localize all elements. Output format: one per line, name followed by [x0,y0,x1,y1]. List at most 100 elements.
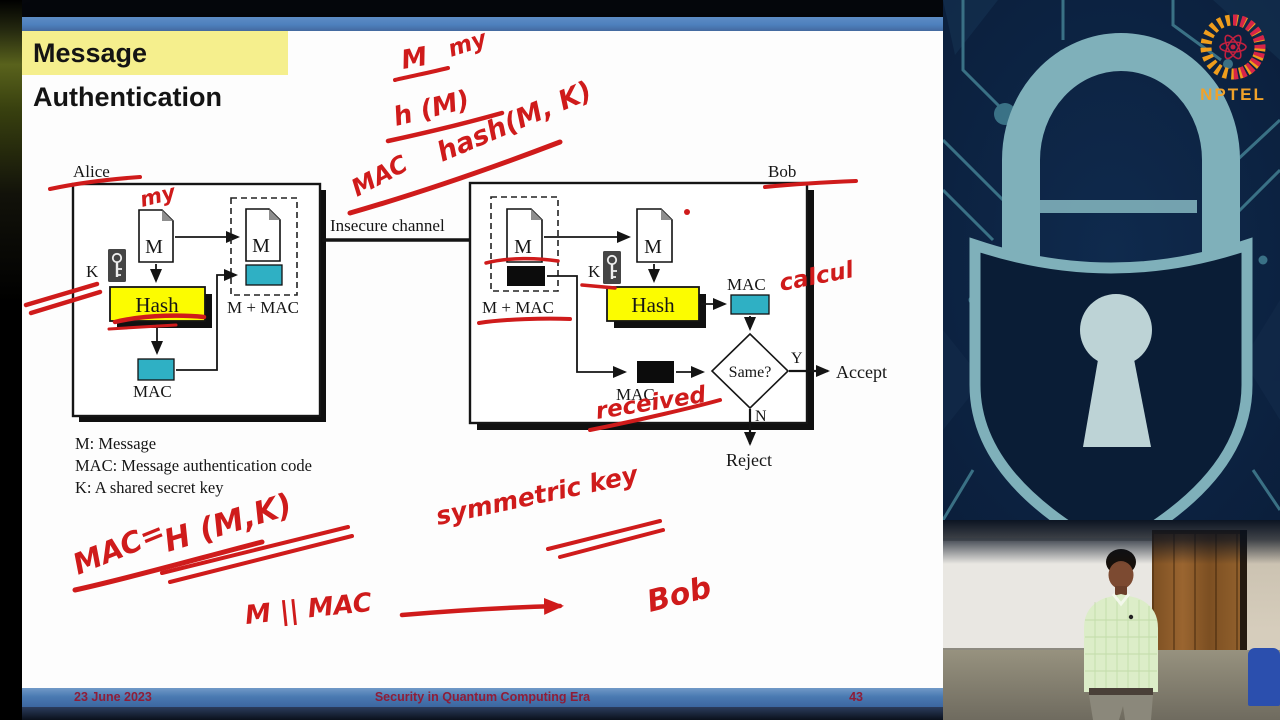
bob-computed-mac-label: MAC [727,275,766,294]
received-mac-connector [547,275,627,378]
alice-mac-chip [137,358,175,381]
alice-message-doc-icon: M [138,209,174,263]
compare-diamond [710,332,790,410]
slide-top-bar [22,17,943,31]
slide-title: Message Authentication [33,38,222,112]
bob-diagram: Bob M M + MAC M K [468,162,887,470]
ink-h-of-m-underline [385,110,505,144]
ink-emphasis-slash-2 [28,289,103,316]
ink-alice-underline [48,175,142,191]
bob-received-doc-icon: M [506,208,543,263]
nptel-logo-flower-icon [1219,34,1247,60]
reject-label: Reject [726,450,772,470]
alice-mac-to-package-connector [176,269,238,371]
lecturer-mic-icon [1128,614,1134,620]
ink-m: M [399,42,430,76]
ink-m-concat-mac: M || MAC [244,588,374,631]
legend-m: M: Message [75,434,156,453]
bob-hash-label: Hash [631,293,675,317]
footer-course-title: Security in Quantum Computing Era [374,690,591,704]
bob-label: Bob [768,162,796,181]
insecure-channel-label: Insecure channel [330,216,445,235]
lecturer-trousers [1089,695,1153,720]
alice-m-label: M [145,236,163,258]
bob-m-plus-mac-label: M + MAC [482,298,554,317]
alice-diagram: Alice M M M + MAC K [71,162,326,422]
alice-m-plus-mac-label: M + MAC [227,298,299,317]
legend-k: K: A shared secret key [75,478,224,497]
key-icon [108,249,126,282]
lecturer-collar [1111,593,1131,607]
slide-title-highlight: Message Authentication [22,31,288,112]
left-edge-vignette [0,0,22,720]
video-top-fade [943,520,1280,564]
security-lock-art: NPTEL [943,0,1280,559]
ink-formula-underline-1 [72,539,265,593]
bob-doc-copy-m-label: M [644,236,662,258]
ink-symmetric-underline-2 [558,528,665,559]
padlock-icon [969,33,1253,559]
bob-key-label: K [588,262,601,281]
alice-package-doc-icon: M [245,208,281,262]
ink-mac-word: MAC [347,150,413,203]
no-label: N [755,408,767,425]
ink-hash-underline-2 [107,323,178,331]
ink-received-underline [588,398,722,432]
ink-msg-word: my [445,26,491,63]
bob-computed-mac-chip [730,294,770,315]
right-panel: NPTEL [943,0,1280,720]
ink-formula-underline-2 [160,525,350,575]
ink-hash-underline-1 [112,313,207,325]
alice-hash-label: Hash [135,293,179,317]
ink-emphasis-slash-1 [23,281,100,308]
compare-label: Same? [729,364,772,381]
bob-doc-copy-icon: M [636,208,673,263]
ink-dot [684,209,690,215]
alice-mac-label: MAC [133,382,172,401]
slide-bottom-shadow [22,707,943,720]
ink-hash-mk-underline [347,139,563,216]
ink-formula-underline-3 [168,534,354,584]
bob-package-dashed-box [490,196,559,292]
insecure-channel: Insecure channel [322,216,499,248]
bob-received-mac-chip [507,266,545,286]
ink-bob-k-underline [580,283,617,290]
ink-bob-doc-underline [484,256,560,265]
lecturer-belt [1089,688,1153,695]
bob-received-mac-label: MAC [616,385,655,404]
ink-symmetric-key: symmetric key [433,459,642,530]
alice-package-m-label: M [252,235,270,257]
lecturer-video [943,520,1280,720]
ink-bob-word: Bob [643,570,714,620]
alice-package-dashed-box [230,197,298,296]
alice-package-mac-chip [245,264,283,286]
nptel-logo-text: NPTEL [1200,85,1266,104]
bob-received-m-label: M [514,236,532,258]
ink-m-underline [393,66,450,82]
legend: M: Message MAC: Message authentication c… [75,434,312,497]
keyhole-icon [1080,294,1152,366]
ink-bob-m-plus-mac-underline [477,316,572,325]
alice-label: Alice [73,162,110,181]
ink-bob-underline [763,179,858,189]
bob-hash-box [606,286,700,322]
nptel-logo: NPTEL [1200,14,1266,104]
bob-received-mac-box [637,361,674,383]
footer-date: 23 June 2023 [74,690,152,704]
footer-page-number: 43 [849,690,863,704]
legend-mac: MAC: Message authentication code [75,456,312,475]
wood-panel-edge [1240,530,1247,658]
alice-key-label: K [86,262,99,281]
blue-chair [1248,648,1280,706]
lecturer-face [1108,561,1134,589]
ink-arrow-to-bob [399,597,564,618]
yes-label: Y [791,350,803,367]
ink-symmetric-underline-1 [546,519,662,551]
slide-footer-bar: 23 June 2023 Security in Quantum Computi… [22,688,943,707]
lecturer-shirt [1084,593,1158,692]
lecturer [1084,549,1158,720]
accept-label: Accept [836,362,887,382]
lecturer-neck [1115,586,1127,595]
